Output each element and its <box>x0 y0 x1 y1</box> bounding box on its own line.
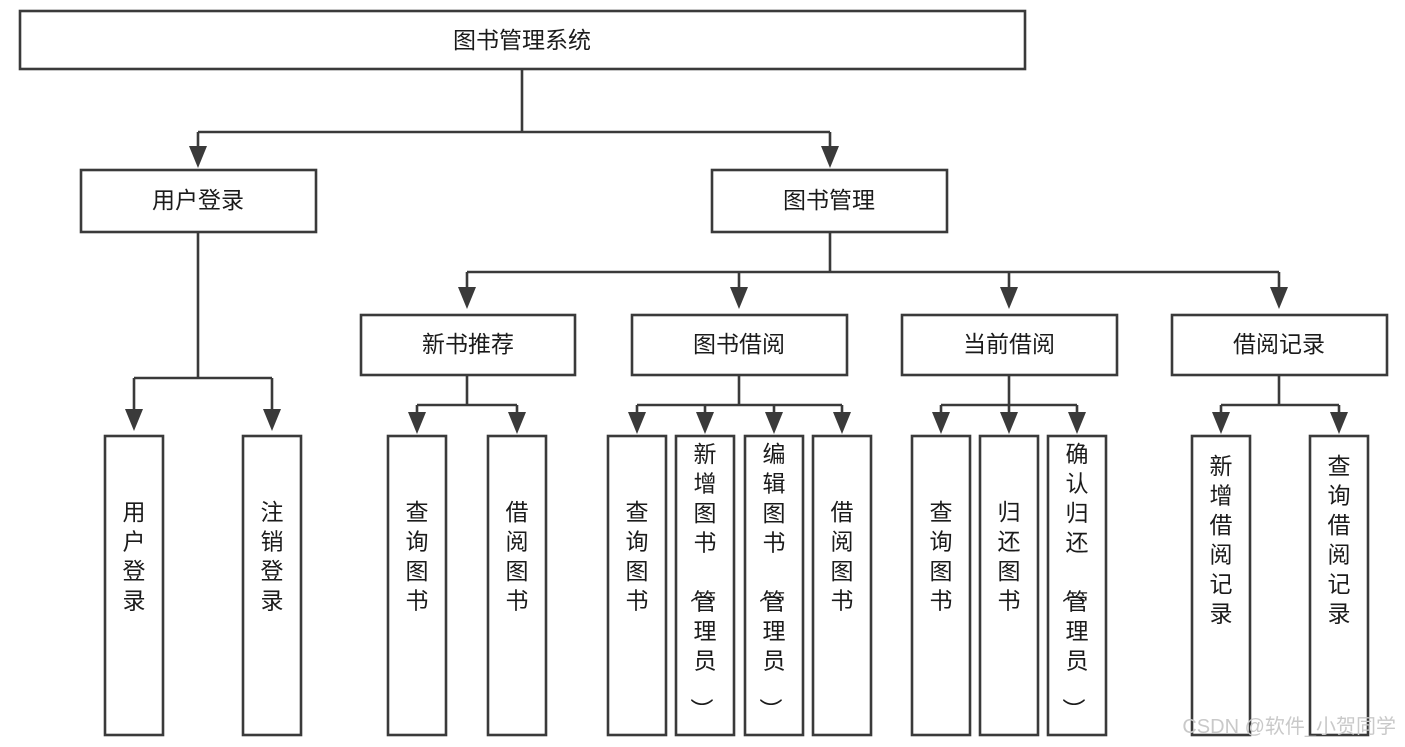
node-leaf-user-logout[interactable]: 注销登录 <box>241 434 303 737</box>
arrow-to-current-borrow <box>1000 287 1018 309</box>
arrow-to-leaf-add-book <box>696 412 714 434</box>
node-new-book-rec-label: 新书推荐 <box>422 331 514 357</box>
connector-user-login-to-leaves <box>125 232 281 431</box>
arrow-to-book-borrow <box>730 287 748 309</box>
node-leaf-confirm-return-label: 确认归还（管理员） <box>1061 441 1089 721</box>
node-leaf-add-record-label: 新增借阅记录 <box>1210 453 1233 627</box>
node-book-borrow[interactable]: 图书借阅 <box>630 313 849 377</box>
node-leaf-query-record-label: 查询借阅记录 <box>1328 453 1351 627</box>
arrow-to-leaf-query-book-3 <box>932 412 950 434</box>
arrow-to-user-login <box>189 146 207 168</box>
node-current-borrow[interactable]: 当前借阅 <box>900 313 1119 377</box>
connector-root-to-level2 <box>189 69 839 168</box>
node-leaf-edit-book-label: 编辑图书（管理员） <box>758 441 786 721</box>
node-leaf-edit-book[interactable]: 编辑图书（管理员） <box>743 434 805 737</box>
node-root[interactable]: 图书管理系统 <box>18 9 1027 71</box>
node-leaf-return-book-label: 归还图书 <box>998 499 1021 614</box>
connector-book-borrow-to-leaves <box>628 375 851 434</box>
node-leaf-confirm-return[interactable]: 确认归还（管理员） <box>1046 434 1108 737</box>
arrow-to-leaf-user-logout <box>263 409 281 431</box>
node-leaf-borrow-book-1[interactable]: 借阅图书 <box>486 434 548 737</box>
node-new-book-rec[interactable]: 新书推荐 <box>359 313 577 377</box>
arrow-to-leaf-query-book-2 <box>628 412 646 434</box>
node-user-login-label: 用户登录 <box>152 187 244 213</box>
node-leaf-user-logout-label: 注销登录 <box>261 499 284 614</box>
arrow-to-leaf-add-record <box>1212 412 1230 434</box>
node-leaf-borrow-book-2-label: 借阅图书 <box>831 499 854 614</box>
node-book-manage[interactable]: 图书管理 <box>710 168 949 234</box>
node-borrow-record[interactable]: 借阅记录 <box>1170 313 1389 377</box>
connector-book-manage-to-level3 <box>458 232 1288 309</box>
node-leaf-return-book[interactable]: 归还图书 <box>978 434 1040 737</box>
node-leaf-user-login-label: 用户登录 <box>123 499 146 614</box>
arrow-to-leaf-borrow-book-2 <box>833 412 851 434</box>
node-leaf-query-book-3-label: 查询图书 <box>930 499 953 614</box>
node-leaf-borrow-book-1-label: 借阅图书 <box>506 499 529 614</box>
node-leaf-query-record[interactable]: 查询借阅记录 <box>1308 434 1370 737</box>
node-user-login[interactable]: 用户登录 <box>79 168 318 234</box>
connector-current-borrow-to-leaves <box>932 375 1086 434</box>
node-leaf-user-login[interactable]: 用户登录 <box>103 434 165 737</box>
node-borrow-record-label: 借阅记录 <box>1233 331 1325 357</box>
node-leaf-borrow-book-2[interactable]: 借阅图书 <box>811 434 873 737</box>
arrow-to-leaf-query-book-1 <box>408 412 426 434</box>
connector-borrow-record-to-leaves <box>1212 375 1348 434</box>
node-root-label: 图书管理系统 <box>453 27 591 53</box>
arrow-to-new-book-rec <box>458 287 476 309</box>
arrow-to-borrow-record <box>1270 287 1288 309</box>
arrow-to-leaf-confirm-return <box>1068 412 1086 434</box>
node-book-manage-label: 图书管理 <box>783 187 875 213</box>
arrow-to-book-manage <box>821 146 839 168</box>
node-leaf-query-book-2-label: 查询图书 <box>626 499 649 614</box>
node-leaf-query-book-1-label: 查询图书 <box>406 499 429 614</box>
node-leaf-add-record[interactable]: 新增借阅记录 <box>1190 434 1252 737</box>
node-book-borrow-label: 图书借阅 <box>693 331 785 357</box>
node-current-borrow-label: 当前借阅 <box>963 331 1055 357</box>
arrow-to-leaf-edit-book <box>765 412 783 434</box>
arrow-to-leaf-borrow-book-1 <box>508 412 526 434</box>
arrow-to-leaf-query-record <box>1330 412 1348 434</box>
node-leaf-add-book-label: 新增图书（管理员） <box>689 441 717 721</box>
arrow-to-leaf-user-login <box>125 409 143 431</box>
node-leaf-query-book-2[interactable]: 查询图书 <box>606 434 668 737</box>
connector-new-book-rec-to-leaves <box>408 375 526 434</box>
csdn-watermark: CSDN @软件_小贺同学 <box>1182 715 1396 738</box>
node-leaf-query-book-1[interactable]: 查询图书 <box>386 434 448 737</box>
arrow-to-leaf-return-book <box>1000 412 1018 434</box>
node-leaf-query-book-3[interactable]: 查询图书 <box>910 434 972 737</box>
node-leaf-add-book[interactable]: 新增图书（管理员） <box>674 434 736 737</box>
